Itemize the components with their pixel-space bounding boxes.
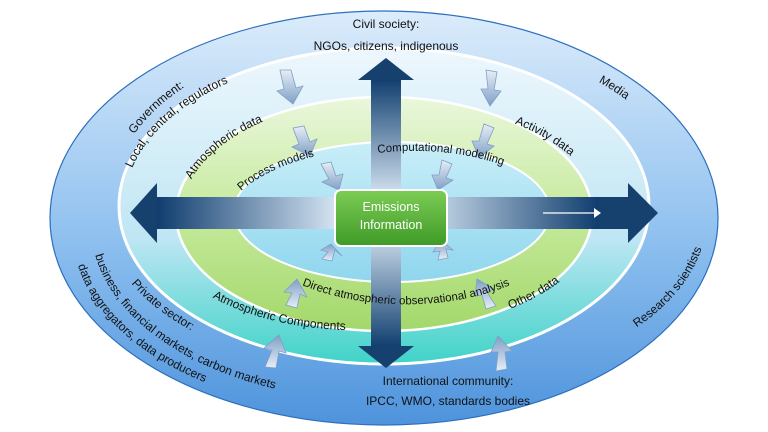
arrow-international [490,335,513,372]
arrow-atm-components [283,278,308,309]
arrow-atm-data [291,125,318,157]
arrow-direct-left [320,243,343,262]
small-arrows [263,69,513,372]
center-line2: Information [360,218,423,232]
arrow-civil-right [480,69,502,107]
arrow-other-data [474,278,497,310]
international-members: IPCC, WMO, standards bodies [366,394,530,408]
emissions-information-box: Emissions Information [334,189,448,247]
civil-society-members: NGOs, citizens, indigenous [314,39,459,53]
arrow-process-models [320,161,344,191]
arrow-comp-modelling [431,159,454,191]
center-line1: Emissions [363,200,420,214]
arrow-activity-data [471,123,495,159]
international-title: International community: [383,374,514,388]
arrow-private-sector [263,334,287,369]
civil-society-title: Civil society: [353,17,420,31]
arrow-civil-left [276,69,304,105]
